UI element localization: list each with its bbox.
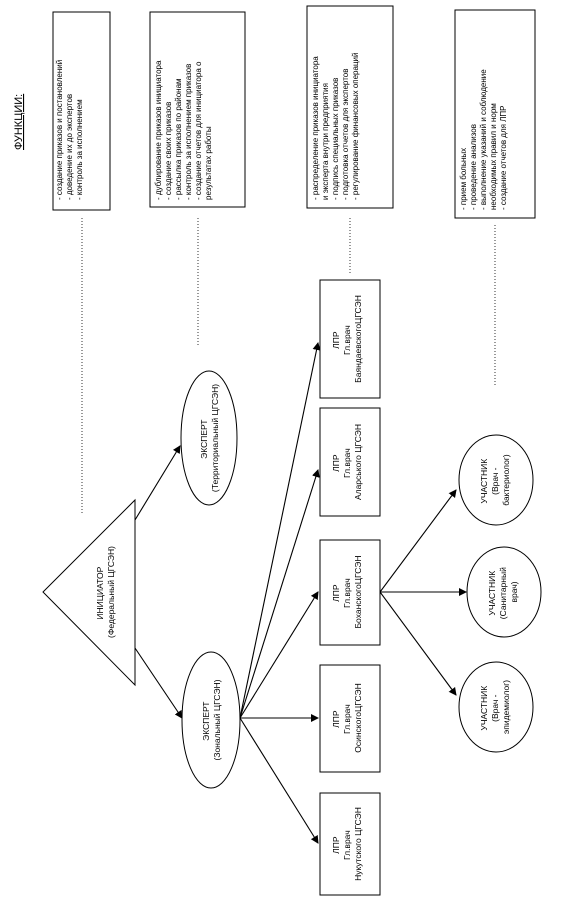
- function-line: - создание приказов и постановлений: [55, 60, 64, 200]
- svg-text:- создание приказов и постанов: - создание приказов и постановлений - до…: [55, 58, 84, 200]
- lpr-label: Гл.врач: [342, 448, 352, 478]
- function-line: - прием больных: [459, 148, 468, 210]
- lpr-label: ЛПР: [331, 710, 341, 728]
- svg-text:УЧАСТНИК (Санитарный: УЧАСТНИК (Санитарный врач): [487, 565, 519, 619]
- expert-label: ЭКСПЕРТ: [199, 420, 209, 459]
- initiator-node: ИНИЦИАТОР (Федеральный ЦГСЭН): [42, 498, 136, 687]
- svg-text:ЛПР Гл.врач Осинск: ЛПР Гл.врач ОсинскогоЦГСЭН: [331, 683, 363, 753]
- dotted-guides: [81, 218, 496, 515]
- svg-text:ЛПР Гл.врач Боханс: ЛПР Гл.врач БоханскогоЦГСЭН: [331, 555, 363, 628]
- participant-label: (Врач -: [490, 694, 500, 722]
- expert-node-zonal: ЭКСПЕРТ (Зональный ЦГСЭН): [181, 651, 241, 789]
- participant-label: УЧАСТНИК: [479, 686, 489, 731]
- participant-label: бактериолог): [501, 454, 511, 506]
- svg-text:ЭКСПЕРТ (Территориальный: ЭКСПЕРТ (Территориальный ЦГСЭН): [199, 384, 220, 492]
- participant-label: (Санитарный: [498, 567, 508, 619]
- lpr-label: Гл.врач: [342, 704, 352, 734]
- svg-text:ЛПР Гл.врач Аларсь: ЛПР Гл.врач Аларського ЦГСЭН: [331, 424, 363, 500]
- svg-text:- распределение приказов иници: - распределение приказов инициатора и эк…: [311, 53, 360, 200]
- svg-text:ЛПР Гл.врач Нукутс: ЛПР Гл.врач Нукутского ЦГСЭН: [331, 807, 363, 881]
- lpr-label: ЛПР: [331, 584, 341, 602]
- lpr-label: ЛПР: [331, 454, 341, 472]
- participant-label: эпидемиолог): [501, 680, 511, 734]
- lpr-label: Нукутского ЦГСЭН: [353, 807, 363, 881]
- function-line: - подпись специальных приказов: [331, 78, 340, 200]
- function-line: и эксперта внутри предприятия: [321, 83, 330, 200]
- svg-text:ЭКСПЕРТ (Зональный ЦГСЭН: ЭКСПЕРТ (Зональный ЦГСЭН): [201, 679, 222, 760]
- initiator-label: (Федеральный ЦГСЭН): [106, 546, 116, 638]
- function-line: - проведение анализов: [469, 124, 478, 210]
- participant-label: УЧАСТНИК: [479, 459, 489, 504]
- participant-node-epidemiologist: УЧАСТНИК (Врач - эпидемиолог): [458, 661, 534, 753]
- function-line: - выполнение указаний и соблюдение: [479, 69, 488, 210]
- participant-label: УЧАСТНИК: [487, 571, 497, 616]
- participant-label: (Врач -: [490, 467, 500, 495]
- function-box-expert: - дублирование приказов инициатора - соз…: [149, 11, 246, 208]
- expert-label: (Территориальный ЦГСЭН): [210, 384, 220, 492]
- svg-text:ЛПР Гл.врач Баянда: ЛПР Гл.врач БаяндаевскогоЦГСЭН: [331, 295, 363, 383]
- svg-text:- прием больных - провед: - прием больных - проведение анализов - …: [459, 67, 508, 210]
- function-box-lpr: - распределение приказов инициатора и эк…: [306, 5, 394, 209]
- lpr-label: ЛПР: [331, 836, 341, 854]
- lpr-label: БаяндаевскогоЦГСЭН: [353, 295, 363, 383]
- participant-label: врач): [509, 581, 519, 602]
- lpr-label: ОсинскогоЦГСЭН: [353, 683, 363, 753]
- svg-text:- дублирование приказов инициа: - дублирование приказов инициатора - соз…: [154, 58, 213, 200]
- function-box-participant: - прием больных - проведение анализов - …: [454, 9, 536, 219]
- function-line: - подготовка отчетов для экспертов: [341, 69, 350, 200]
- lpr-box-bayandai: ЛПР Гл.врач БаяндаевскогоЦГСЭН: [319, 279, 381, 399]
- lpr-box-osin: ЛПР Гл.врач ОсинскогоЦГСЭН: [319, 664, 381, 773]
- lpr-label: Гл.врач: [342, 830, 352, 860]
- expert-label: (Зональный ЦГСЭН): [212, 679, 222, 760]
- svg-text:УЧАСТНИК (Врач - б: УЧАСТНИК (Врач - бактериолог): [479, 454, 511, 506]
- function-line: - дублирование приказов инициатора: [154, 60, 163, 200]
- function-line: - регулирование финансовых операций: [351, 53, 360, 200]
- lpr-label: Гл.врач: [342, 325, 352, 355]
- function-line: - контроль за исполнением: [75, 99, 84, 200]
- function-line: результатах работы: [204, 126, 213, 200]
- svg-text:ИНИЦИАТОР (Федеральный Ц: ИНИЦИАТОР (Федеральный ЦГСЭН): [95, 546, 116, 638]
- function-line: - создание отчетов для инициатора о: [194, 61, 203, 200]
- function-line: - рассылка приказов по районам: [174, 78, 183, 200]
- participant-node-bacteriologist: УЧАСТНИК (Врач - бактериолог): [458, 434, 534, 526]
- connectors: [134, 342, 467, 844]
- function-line: необходимых правил и норм: [489, 103, 498, 210]
- lpr-label: ЛПР: [331, 331, 341, 349]
- expert-label: ЭКСПЕРТ: [201, 702, 211, 741]
- lpr-label: Аларського ЦГСЭН: [353, 424, 363, 500]
- function-line: - создание своих приказов: [164, 102, 173, 200]
- svg-text:УЧАСТНИК (Врач - э: УЧАСТНИК (Врач - эпидемиолог): [479, 680, 511, 734]
- functions-heading: ФУНКЦИИ:: [13, 94, 25, 150]
- function-line: - контроль за исполнением приказов: [184, 64, 193, 200]
- function-box-initiator: - создание приказов и постановлений - до…: [52, 11, 111, 211]
- expert-node-territorial: ЭКСПЕРТ (Территориальный ЦГСЭН): [180, 370, 238, 506]
- lpr-label: БоханскогоЦГСЭН: [353, 555, 363, 628]
- lpr-box-alar: ЛПР Гл.врач Аларського ЦГСЭН: [319, 407, 381, 517]
- lpr-box-bokhan: ЛПР Гл.врач БоханскогоЦГСЭН: [319, 539, 381, 646]
- function-line: - создание отчетов для ЛПР: [499, 105, 508, 210]
- participant-node-sanitary: УЧАСТНИК (Санитарный врач): [466, 546, 542, 638]
- function-line: - распределение приказов инициатора: [311, 56, 320, 200]
- initiator-label: ИНИЦИАТОР: [95, 566, 105, 619]
- lpr-box-nukut: ЛПР Гл.врач Нукутского ЦГСЭН: [319, 792, 381, 896]
- lpr-label: Гл.врач: [342, 578, 352, 608]
- function-line: - доведение их до экспертов: [65, 94, 74, 200]
